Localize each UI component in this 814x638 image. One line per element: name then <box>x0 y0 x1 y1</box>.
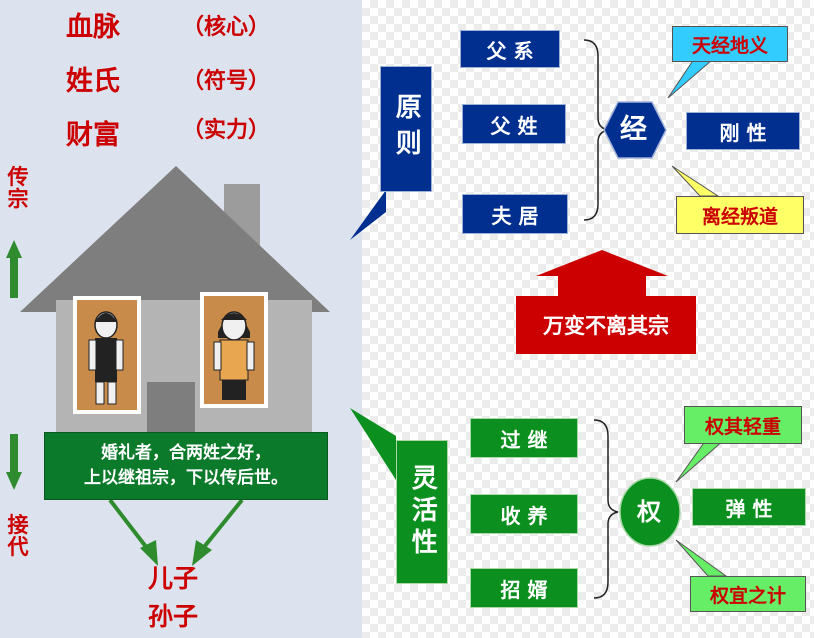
arrow-left-diagonal <box>108 498 158 566</box>
flex-item-adoption: 收 养 <box>470 494 578 534</box>
flexibility-pointer <box>350 408 396 480</box>
flexibility-label: 灵活性 <box>407 464 438 560</box>
down-arrow <box>6 434 22 490</box>
arrow-right-diagonal <box>192 498 244 566</box>
callout-lijing: 离经叛道 <box>676 196 804 234</box>
principle-trait: 刚 性 <box>686 112 800 150</box>
callout-tianjing: 天经地义 <box>672 26 788 62</box>
man-figure <box>88 311 124 405</box>
callout-quanqi: 权其轻重 <box>684 406 802 444</box>
principle-label-box: 原则 <box>380 66 432 192</box>
flexibility-hub-circle <box>619 477 681 547</box>
note-core: （核心） <box>182 15 271 40</box>
principle-item-patrilocal: 夫 居 <box>462 194 568 234</box>
house-door <box>147 382 195 432</box>
callout-bottom-tail-principle <box>671 165 720 197</box>
principle-pointer <box>350 190 386 240</box>
quote-line-2: 上以继祖宗，下以传后世。 <box>84 468 288 488</box>
callout-top-tail-principle <box>667 55 714 99</box>
flexibility-trait: 弹 性 <box>692 488 806 526</box>
term-wealth: 财富 <box>66 120 120 151</box>
banner-arrow-head <box>536 250 668 296</box>
woman-figure <box>213 311 255 400</box>
label-chuanzong: 传宗 <box>7 165 29 212</box>
marriage-quote-box: 婚礼者，合两姓之好， 上以继祖宗，下以传后世。 <box>44 432 328 500</box>
flexibility-bracket <box>593 419 619 599</box>
callout-quanyi: 权宜之计 <box>690 576 806 612</box>
principle-hub-hexagon <box>603 101 667 159</box>
callout-top-tail-flex <box>675 439 726 483</box>
house-illustration <box>6 166 330 566</box>
flex-item-son-in-law: 招 婿 <box>470 568 578 608</box>
term-blood: 血脉 <box>66 12 120 43</box>
principle-hub-label: 经 <box>620 114 647 145</box>
term-surname: 姓氏 <box>66 66 120 97</box>
label-jiedai: 接代 <box>7 513 29 560</box>
principle-item-patrilineal: 父 系 <box>460 30 560 68</box>
house-roof <box>20 166 330 312</box>
callout-bottom-tail-flex <box>675 539 728 577</box>
flex-item-adoption-heir: 过 继 <box>470 418 578 458</box>
banner-wanbian: 万变不离其宗 <box>516 296 696 354</box>
flexibility-label-box: 灵活性 <box>396 440 448 584</box>
note-strength: （实力） <box>182 118 271 143</box>
flexibility-hub-label: 权 <box>637 498 661 526</box>
quote-line-1: 婚礼者，合两姓之好， <box>101 443 271 464</box>
descendant-son: 儿子 <box>148 564 199 593</box>
up-arrow <box>6 240 22 298</box>
note-symbol: （符号） <box>182 69 271 94</box>
principle-label: 原则 <box>391 93 422 165</box>
principle-item-father-surname: 父 姓 <box>462 104 566 144</box>
descendant-grandson: 孙子 <box>148 602 199 631</box>
